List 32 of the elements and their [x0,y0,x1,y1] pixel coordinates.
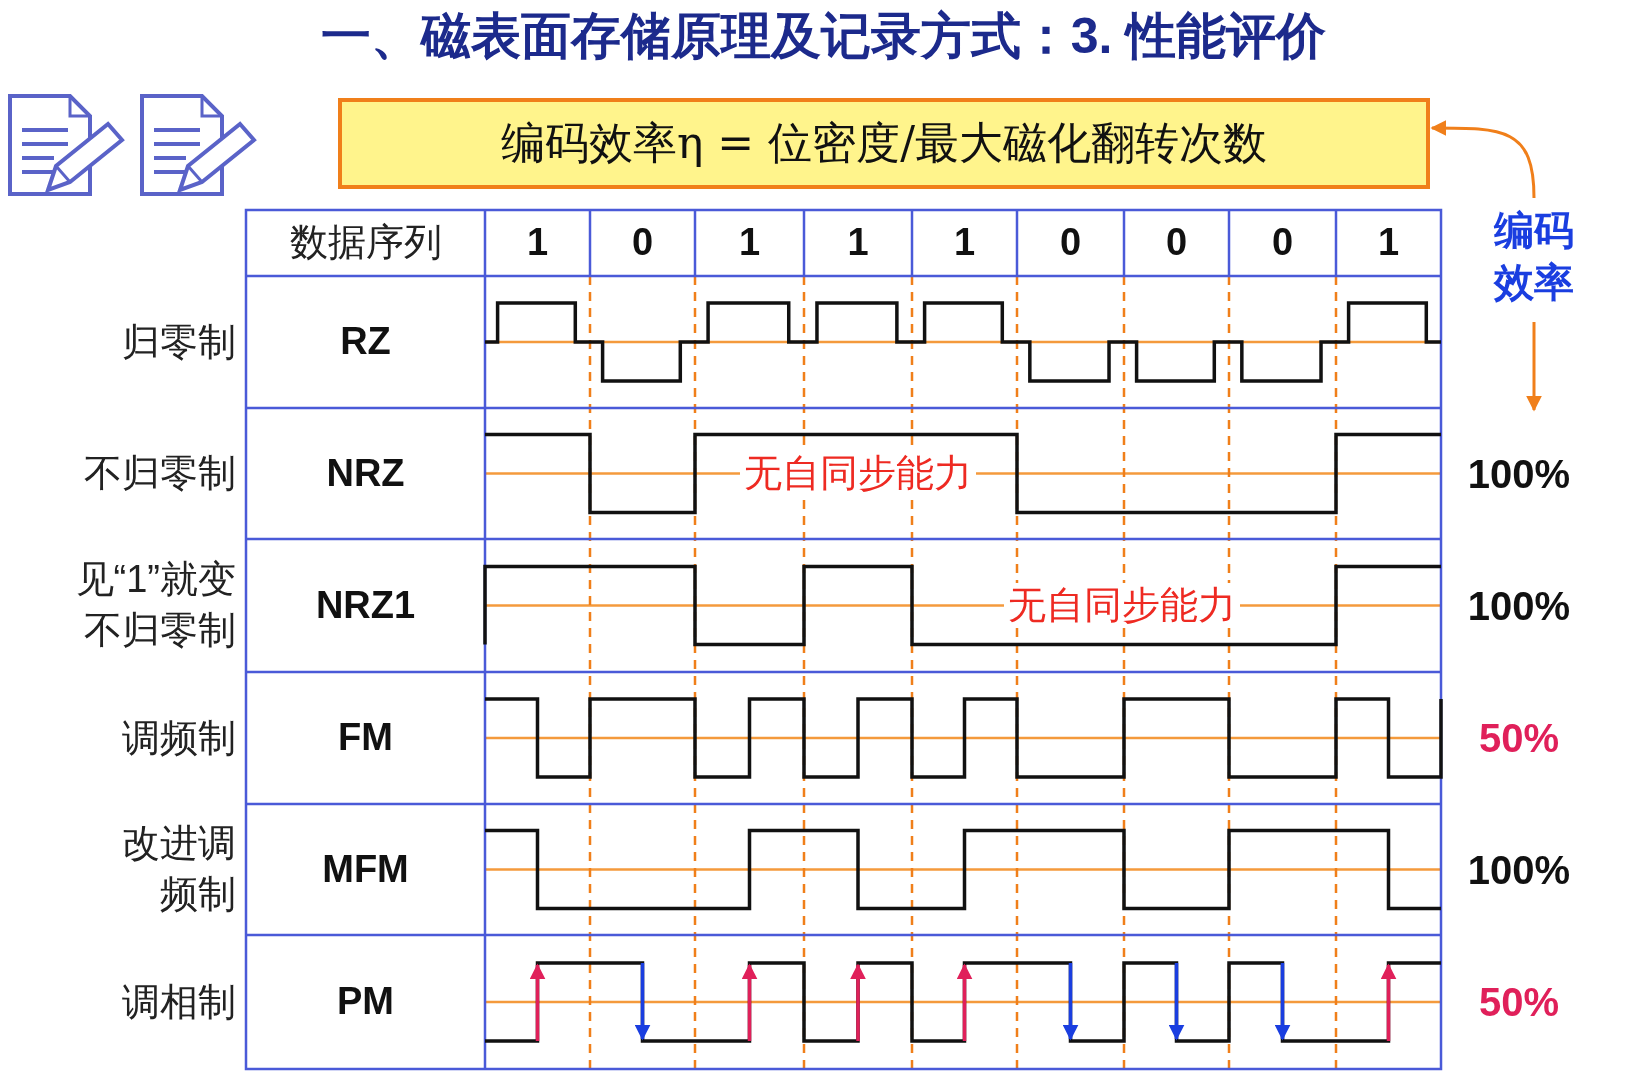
efficiency-value: 100% [1466,450,1572,498]
row-label: 调频制 [121,715,236,761]
code-name: MFM [321,846,410,892]
bit-value: 0 [630,220,655,266]
efficiency-value: 100% [1466,846,1572,894]
arrow [1430,120,1536,199]
arrow [1526,322,1542,412]
formula-box: 编码效率η = 位密度/最大磁化翻转次数 [338,98,1430,189]
bit-value: 1 [525,220,550,266]
row-label: 不归零制 [83,451,236,496]
side-label: 编码效率 [1486,204,1582,308]
efficiency-value: 50% [1477,979,1561,1026]
efficiency-value: 100% [1466,582,1572,630]
bit-value: 0 [1164,220,1189,266]
bit-value: 1 [952,220,977,266]
column-heading: 数据序列 [288,220,443,266]
row-label: 见“1”就变不归零制 [74,557,236,654]
bit-value: 1 [737,220,762,266]
title: 一、磁表面存储原理及记录方式：3. 性能评价 [319,7,1328,66]
code-name: PM [336,979,395,1025]
bit-value: 0 [1058,220,1083,266]
code-name: NRZ [325,450,406,496]
bit-value: 1 [846,220,870,266]
row-label: 归零制 [121,319,236,365]
code-name: NRZ1 [314,582,417,628]
code-name: RZ [339,319,392,365]
code-name: FM [337,715,394,761]
efficiency-value: 50% [1477,715,1561,762]
row-label: 调相制 [121,979,236,1025]
bit-value: 1 [1376,220,1401,266]
bit-value: 0 [1270,220,1295,266]
row-label: 改进调频制 [121,821,236,918]
